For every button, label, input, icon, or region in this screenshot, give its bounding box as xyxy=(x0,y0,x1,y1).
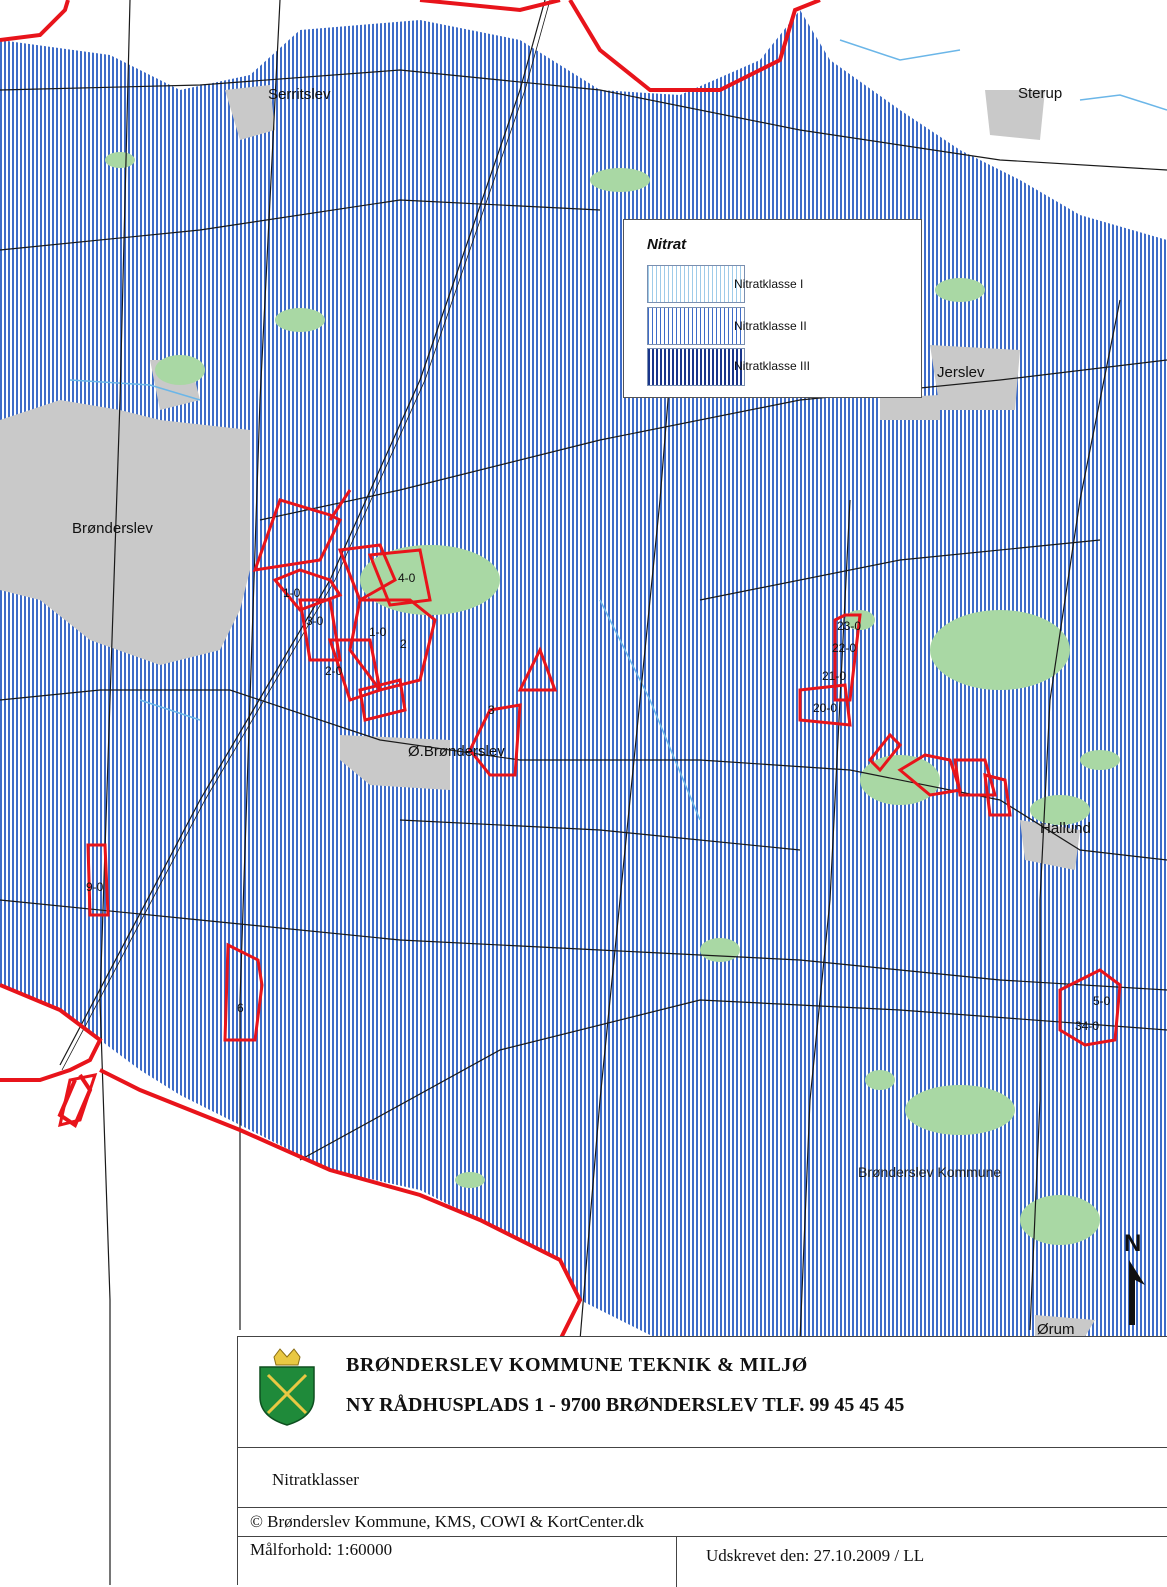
kommune-label: Brønderslev Kommune xyxy=(858,1164,1001,1180)
map-legend: Nitrat Nitratklasse I Nitratklasse II Ni… xyxy=(623,219,922,398)
parcel-label: 9-0 xyxy=(86,880,104,894)
parcel-label: 21-0 xyxy=(822,669,846,683)
parcels xyxy=(58,489,1122,1128)
map-title: Nitratklasser xyxy=(272,1470,359,1489)
scale-print-row: Målforhold: 1:60000 Udskrevet den: 27.10… xyxy=(238,1536,1167,1587)
parcel-label: 6 xyxy=(237,1001,244,1015)
forest-patches xyxy=(105,152,1120,1245)
place-hallund: Hallund xyxy=(1040,820,1091,837)
parcel-label: 20-0 xyxy=(813,701,837,715)
place-serritslev: Serritslev xyxy=(268,86,331,103)
copyright-text: © Brønderslev Kommune, KMS, COWI & KortC… xyxy=(250,1512,644,1531)
legend-swatch-class-1 xyxy=(647,265,745,303)
parcel-labels: 4-0 1-0 3-0 1-0 2 2-0 3 23-0 22-0 21-0 2… xyxy=(86,571,1111,1033)
place-sterup: Sterup xyxy=(1018,85,1062,102)
parcel-label: 3-0 xyxy=(306,614,324,628)
copyright-row: © Brønderslev Kommune, KMS, COWI & KortC… xyxy=(238,1507,1167,1536)
place-orum: Ørum xyxy=(1037,1321,1075,1338)
legend-swatch-class-3 xyxy=(647,348,745,386)
parcel-label: 22-0 xyxy=(832,641,856,655)
place-jerslev: Jerslev xyxy=(937,364,985,381)
parcel-label: 5-0 xyxy=(1093,994,1111,1008)
parcel-label: 4-0 xyxy=(398,571,416,585)
municipality-crest-icon xyxy=(259,1348,315,1426)
title-line-1: BRØNDERSLEV KOMMUNE TEKNIK & MILJØ xyxy=(346,1354,808,1376)
parcel-label: 3 xyxy=(488,703,495,717)
legend-label-class-1: Nitratklasse I xyxy=(734,277,804,291)
map-title-row: Nitratklasser xyxy=(238,1447,1167,1507)
legend-swatch-class-2 xyxy=(647,307,745,345)
place-bronderslev: Brønderslev xyxy=(72,520,153,537)
scale-text: Målforhold: 1:60000 xyxy=(250,1540,393,1559)
legend-label-class-3: Nitratklasse III xyxy=(734,359,811,373)
scale-cell: Målforhold: 1:60000 xyxy=(238,1537,677,1587)
streams xyxy=(69,39,1167,821)
legend-label-class-2: Nitratklasse II xyxy=(734,319,807,333)
legend-title: Nitrat xyxy=(647,236,687,253)
map-title-block: BRØNDERSLEV KOMMUNE TEKNIK & MILJØ NY RÅ… xyxy=(237,1336,1167,1587)
parcel-label: 34-0 xyxy=(1075,1019,1099,1033)
parcel-label: 2 xyxy=(400,637,407,651)
parcel-label: 1-0 xyxy=(283,586,301,600)
title-line-2: NY RÅDHUSPLADS 1 - 9700 BRØNDERSLEV TLF.… xyxy=(346,1394,905,1416)
parcel-label: 1-0 xyxy=(369,625,387,639)
north-label: N xyxy=(1124,1230,1141,1257)
parcel-label: 23-0 xyxy=(837,619,861,633)
printed-date-text: Udskrevet den: 27.10.2009 / LL xyxy=(706,1546,925,1565)
place-o-bronderslev: Ø.Brønderslev xyxy=(408,743,505,760)
town-areas xyxy=(0,85,1095,1345)
parcel-label: 2-0 xyxy=(325,664,343,678)
north-arrow-icon: N xyxy=(1124,1230,1145,1325)
